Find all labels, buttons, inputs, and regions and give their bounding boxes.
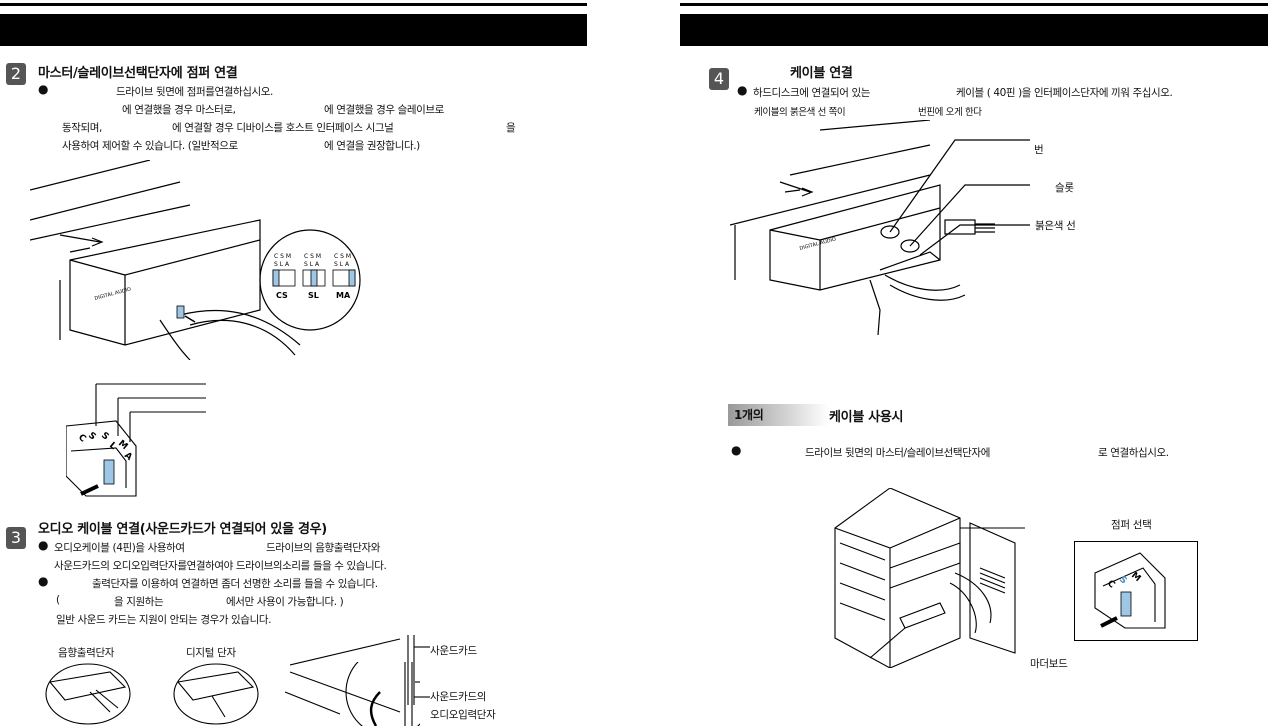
ide-cable-illustration: DIGITAL AUDIO: [730, 120, 1050, 350]
red-wire-label: 붉은색 선: [1035, 218, 1075, 233]
step-3-text: (: [56, 594, 60, 606]
right-header-bar: [680, 14, 1268, 46]
left-header-bar: [0, 14, 587, 46]
slot-label: 슬롯: [1055, 180, 1074, 195]
drive-jumper-illustration: DIGITAL AUDIO C S M C S M C S M S L A S …: [30, 160, 380, 360]
jumper-cap: [1121, 592, 1131, 616]
drive-label: DIGITAL AUDIO: [94, 286, 132, 302]
single-cable-tag: 1개의: [734, 406, 764, 423]
jumper-cap: [104, 460, 114, 484]
bullet: ●: [731, 443, 741, 457]
step-3-text: 일반 사운드 카드는 지원이 안되는 경우가 있습니다.: [56, 612, 271, 627]
jumper-zoom-illustration: C S S L M A: [66, 376, 216, 501]
digital-label: 디지털 단자: [186, 645, 236, 660]
drive-label: DIGITAL AUDIO: [799, 236, 837, 252]
step-3-text: 오디오케이블 (4핀)을 사용하여: [54, 540, 185, 555]
step-2-text: 사용하여 제어할 수 있습니다. (일반적으로: [62, 138, 238, 153]
zoom-letter: S: [86, 431, 97, 443]
bullet: ●: [737, 83, 747, 97]
step-2-text: 에 연결을 권장합니다.): [324, 138, 420, 153]
step-3-number: 3: [6, 527, 26, 549]
step-2-text: 에 연결할 경우 디바이스를 호스트 인터페이스 시그널: [172, 120, 393, 135]
zoom-letter: C: [1105, 579, 1117, 591]
zoom-letter: S: [1117, 575, 1128, 587]
single-cable-heading: 케이블 사용시: [829, 406, 903, 425]
step-2-number: 2: [6, 63, 26, 85]
step-3-heading: 오디오 케이블 연결(사운드카드가 연결되어 있을 경우): [38, 518, 327, 537]
jumper-mid-label: S L A: [334, 261, 350, 268]
step-4-text: 하드디스크에 연결되어 있는: [753, 85, 870, 100]
step-3-text: 출력단자를 이용하여 연결하면 좀더 선명한 소리를 들을 수 있습니다.: [92, 576, 378, 591]
step-2-text: 을: [506, 120, 515, 135]
audio-in-label-2: 오디오입력단자: [430, 707, 496, 722]
step-4-number: 4: [709, 68, 729, 90]
jumper-top-label: C S M: [304, 253, 321, 260]
single-cable-text: 드라이브 뒷면의 마스터/슬레이브선택단자에: [805, 445, 990, 460]
audio-out-label: 음향출력단자: [58, 645, 114, 660]
zoom-letter: S: [99, 431, 110, 443]
step-2-heading: 마스터/슬레이브선택단자에 점퍼 연결: [38, 62, 237, 81]
pc-case-illustration: [830, 488, 1030, 668]
step-4-heading: 케이블 연결: [790, 62, 853, 81]
soundcard-outline: [290, 635, 430, 705]
step-3-text: 사운드카드의 오디오입력단자를연결하여야 드라이브의소리를 들을 수 있습니다.: [54, 558, 386, 573]
zoom-letter: C: [76, 433, 88, 445]
step-2-text: 에 연결했을 경우 슬레이브로: [324, 102, 444, 117]
step-4-note: 케이블의 붉은색 선 쪽이: [754, 104, 845, 118]
step-2-text: 동작되며,: [62, 120, 102, 135]
jumper-mid-label: S L A: [304, 261, 320, 268]
right-top-rule: [680, 3, 1268, 6]
pin-label: 번: [1034, 142, 1043, 157]
jumper-mid-label: S L A: [274, 261, 290, 268]
jumper-ma-label: MA: [336, 291, 351, 300]
step-3-text: 에서만 사용이 가능합니다. ): [226, 594, 343, 609]
jumper-cs-label: CS: [276, 291, 288, 300]
single-cable-text: 로 연결하십시오.: [1098, 445, 1169, 460]
soundcard-label: 사운드카드: [430, 643, 477, 658]
step-4-note: 번핀에 오게 한다: [918, 104, 982, 118]
bullet: ●: [38, 574, 48, 588]
step-4-text: 케이블 ( 40핀 )을 인터페이스단자에 끼워 주십시오.: [956, 85, 1172, 100]
step-2-text: 드라이브 뒷면에 점퍼를연결하십시오.: [116, 84, 273, 99]
bullet: ●: [38, 538, 48, 552]
jumper-top-label: C S M: [274, 253, 291, 260]
step-3-text: 을 지원하는: [114, 594, 163, 609]
left-top-rule: [0, 3, 587, 6]
jumper-select-illustration: C S M: [1085, 548, 1190, 636]
step-3-text: 드라이브의 음향출력단자와: [266, 540, 380, 555]
bullet: ●: [38, 82, 48, 96]
audio-in-label-1: 사운드카드의: [430, 689, 486, 704]
jumper-select-title: 점퍼 선택: [1111, 517, 1151, 532]
motherboard-label: 마더보드: [1030, 656, 1067, 671]
zoom-letter: A: [122, 451, 134, 463]
zoom-letter: M: [1129, 571, 1142, 584]
jumper-sl-label: SL: [308, 291, 319, 300]
jumper-top-label: C S M: [334, 253, 351, 260]
step-2-text: 에 연결했을 경우 마스터로,: [122, 102, 236, 117]
jumper-cap: [177, 306, 184, 318]
